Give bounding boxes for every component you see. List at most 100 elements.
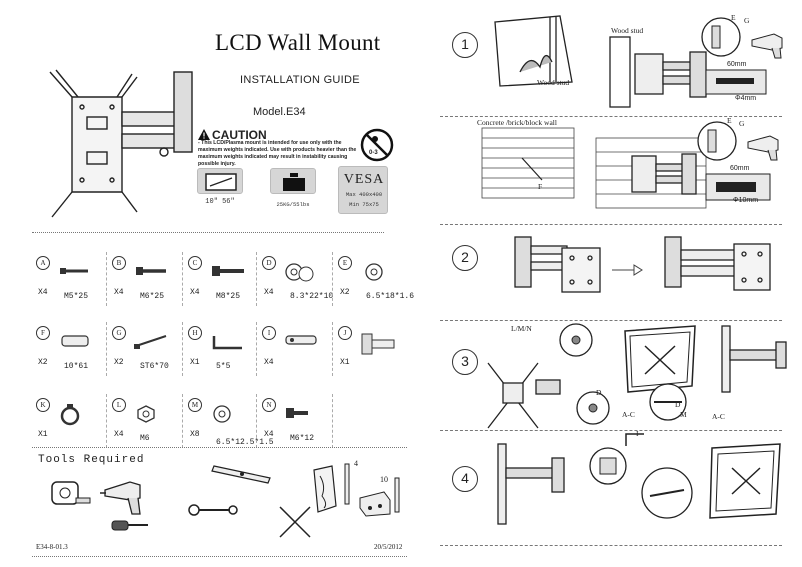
grid-separator [256,322,257,376]
part-letter: M [188,398,202,412]
part-letter: B [112,256,126,270]
part-g-icon [134,335,167,349]
depth-60mm: 60mm [727,61,747,68]
grid-separator [182,322,183,376]
part-quantity: X4 [264,288,274,297]
part-d: D X4 8.3*22*10 [262,256,334,312]
screen-size-box [197,168,243,194]
step-4-number: 4 [452,466,478,492]
step-3-number: 3 [452,349,478,375]
step-1-number: 1 [452,32,478,58]
part-j-icon [361,333,395,355]
diameter-4mm: Φ4mm [735,95,757,102]
part-size: M6*12 [290,434,315,443]
vesa-box: VESA Max 400x400 Min 75x75 [338,166,388,214]
part-c-icon [212,266,244,276]
vesa-min: Min 75x75 [349,201,379,208]
part-size: 10*61 [64,362,89,371]
age-label: 0-3 [369,150,378,156]
part-f-label: F [538,182,543,191]
divider [440,430,782,431]
part-letter: C [188,256,202,270]
divider [440,320,782,321]
grid-separator [256,252,257,306]
guide-subtitle: INSTALLATION GUIDE [240,74,360,86]
mount-on-stud-illustration [609,36,707,108]
tv-side-illustration [721,325,787,393]
part-letter: J [338,326,352,340]
part-size: 8.3*22*10 [290,292,334,301]
divider [32,232,384,233]
grid-separator [256,394,257,448]
part-size: M5*25 [64,292,89,301]
grid-separator [332,252,333,306]
part-letter: N [262,398,276,412]
grid-separator [106,322,107,376]
bit-size-b: 10 [380,475,388,484]
divider [440,116,782,117]
brick-mount-illustration [595,137,707,209]
warning-icon [198,129,210,140]
tv-back-illustration [624,325,696,393]
grid-separator [106,394,107,448]
wood-stud-label: Wood stud [537,78,570,87]
parts-lmn-label: L/M/N [511,324,532,333]
divider [440,224,782,225]
drill-bit-icon [394,477,400,513]
grid-separator [332,322,333,376]
drill-icon [100,481,141,515]
part-size: 5*5 [216,362,231,371]
part-quantity: X1 [190,358,200,367]
part-ac-label: A-C [622,410,635,419]
drill-depth-diagram [705,69,767,95]
detail-circle [641,467,693,519]
detail-circle [576,391,610,425]
divider [32,556,407,557]
wall-mount-illustration [49,69,193,218]
part-quantity: X8 [190,430,200,439]
part-size: ST6*70 [140,362,169,371]
detail-circle [697,121,737,161]
part-size: 6.5*12.5*1.5 [216,438,274,447]
part-g-label: G [739,119,745,128]
grid-separator [332,394,333,448]
tape-measure-icon [51,481,91,505]
part-quantity: X1 [38,430,48,439]
screen-icon [205,173,237,191]
tools-title: Tools Required [38,454,145,466]
hex-key-icon [625,433,644,446]
part-size: M6*25 [140,292,165,301]
part-l-icon [137,405,155,423]
part-c: C X4 M8*25 [188,256,258,312]
part-k-icon [60,404,80,426]
part-size: M8*25 [216,292,241,301]
screen-size-label: 10" 56" [205,198,235,206]
grid-separator [182,394,183,448]
document-date: 20/5/2012 [374,543,403,551]
caution-text: - This LCD/Plasma mount is intended for … [198,140,357,167]
part-letter: L [112,398,126,412]
part-f-icon [61,335,89,347]
part-e-label: E [731,13,736,22]
part-a-icon [60,268,88,274]
vesa-title: VESA [343,172,385,187]
part-i-label: I [636,429,639,438]
weight-icon [283,173,305,191]
part-quantity: X4 [114,430,124,439]
drill-icon [747,135,779,161]
grid-separator [106,252,107,306]
detail-circle [589,447,627,485]
part-e-icon [365,263,383,281]
drill-bit-icon [344,463,350,505]
detail-circle [559,323,593,357]
part-letter: A [36,256,50,270]
screwdriver-icon [111,520,148,531]
part-quantity: X4 [190,288,200,297]
part-letter: D [262,256,276,270]
